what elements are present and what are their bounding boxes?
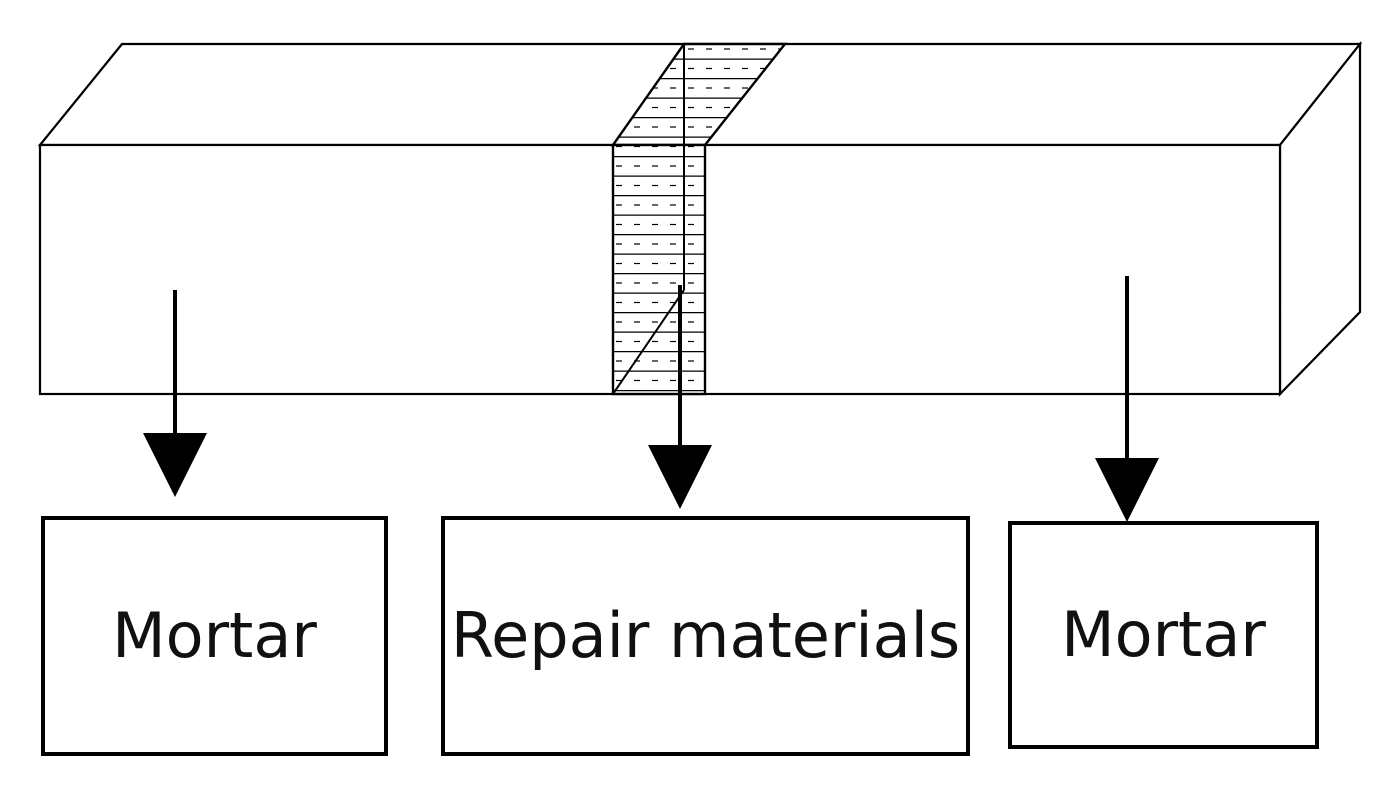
repair-zone [610, 42, 788, 396]
repair-materials-label-box: Repair materials [441, 516, 970, 756]
arrow-middle [648, 285, 712, 509]
arrow-left [143, 290, 207, 497]
mortar-label-left: Mortar [112, 599, 317, 672]
arrow-right-head [1095, 458, 1159, 522]
repair-zone-front [611, 143, 707, 396]
arrow-left-head [143, 433, 207, 497]
mortar-label-box-right: Mortar [1008, 521, 1319, 749]
arrow-middle-head [648, 445, 712, 509]
mortar-label-box-left: Mortar [41, 516, 388, 756]
arrow-right [1095, 276, 1159, 522]
mortar-label-right: Mortar [1061, 598, 1266, 671]
repair-materials-label: Repair materials [450, 599, 961, 672]
repair-zone-diagonal [612, 289, 685, 395]
